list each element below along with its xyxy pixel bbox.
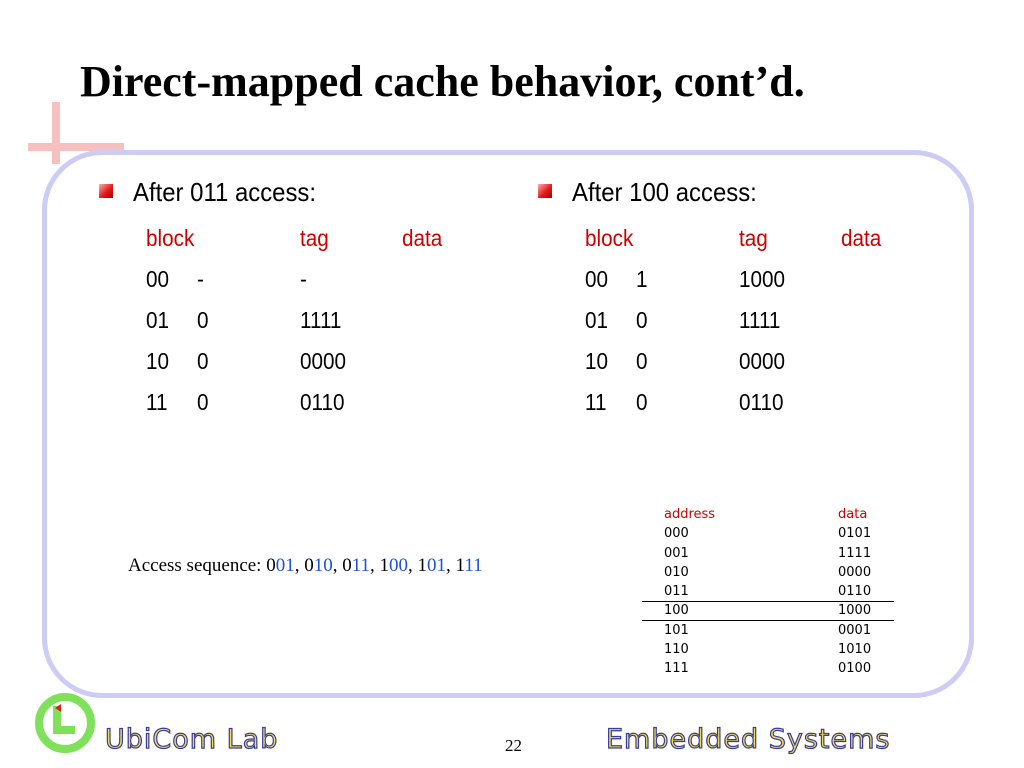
table-row: 111 0100 [642,659,894,678]
page-number: 22 [505,736,522,755]
memory-data: 0000 [838,564,872,580]
right-header-data: data [841,225,882,251]
right-heading: After 100 access: [572,177,757,207]
left-row-1-data: 1111 [300,307,342,333]
seq-item-2-suffix: 10 [313,555,333,576]
cross-horizontal-bar [28,143,124,151]
memory-data: 0001 [838,622,872,638]
right-row-1-data: 1111 [739,307,781,333]
highlight-line-top [642,601,894,603]
left-heading: After 011 access: [133,177,317,207]
right-row-1-block: 01 [585,307,609,333]
right-header-tag: tag [739,225,768,251]
right-row-3-valid: 0 [636,389,648,415]
slide-title: Direct-mapped cache behavior, cont’d. [80,57,805,106]
table-row: 101 0001 [642,621,894,640]
seq-item-4-suffix: 00 [389,555,409,576]
memory-header-address: address [664,507,716,522]
right-row-3-block: 11 [585,389,607,415]
table-row: 001 1111 [642,544,894,563]
footer-course-name: Embedded Systems [605,723,891,755]
cross-vertical-bar [52,102,60,164]
left-row-0-data: - [300,266,307,292]
left-row-3-valid: 0 [197,389,209,415]
memory-address: 100 [664,603,689,619]
access-sequence: Access sequence: 001, 010, 011, 100, 101… [128,555,483,577]
left-row-2-data: 0000 [300,348,347,374]
right-header-block: block [585,225,634,251]
table-row: 110 1010 [642,640,894,659]
right-row-2-valid: 0 [636,348,648,374]
seq-item-3-suffix: 11 [351,555,371,576]
right-row-2-data: 0000 [739,348,786,374]
memory-address: 101 [664,622,689,638]
right-row-1-valid: 0 [636,307,648,333]
memory-header-data: data [838,507,868,522]
memory-address: 001 [664,545,689,561]
table-row: 000 0101 [642,524,894,543]
memory-data: 1000 [838,603,872,619]
seq-item-5-suffix: 01 [427,555,447,576]
seq-sep: , [446,555,456,576]
seq-item-1-suffix: 01 [275,555,295,576]
seq-item-2-prefix: 0 [304,555,314,576]
table-row: 011 0110 [642,582,894,601]
bullet-icon [538,184,552,198]
seq-item-5-prefix: 1 [417,555,428,576]
left-header-block: block [146,225,195,251]
right-row-0-data: 1000 [739,266,786,292]
seq-sep: , [370,555,380,576]
memory-data: 0110 [838,584,872,600]
right-row-2-block: 10 [585,348,609,374]
left-row-0-block: 00 [146,266,170,292]
left-header-tag: tag [300,225,329,251]
left-row-1-block: 01 [146,307,170,333]
memory-data: 1010 [838,642,872,658]
right-row-0-valid: 1 [636,266,648,292]
ubicom-logo-icon [35,693,95,753]
table-row: 010 0000 [642,563,894,582]
seq-sep: , [408,555,418,576]
highlight-line-bottom [642,619,894,621]
left-row-2-block: 10 [146,348,170,374]
memory-address: 010 [664,564,689,580]
memory-data: 1111 [838,545,872,561]
memory-address: 011 [664,584,689,600]
memory-address: 111 [664,661,689,677]
memory-data: 0101 [838,526,872,542]
memory-table: address data 000 0101 001 1111 010 0000 … [642,505,894,679]
right-row-0-block: 00 [585,266,609,292]
seq-item-6-suffix: 11 [464,555,483,576]
footer-lab-name: UbiCom Lab [104,723,279,755]
seq-item-1-prefix: 0 [266,555,276,576]
left-row-3-data: 0110 [300,389,345,415]
seq-sep: , [294,555,305,576]
memory-address: 000 [664,526,689,542]
table-row-highlighted: 100 1000 [642,601,894,621]
right-row-3-data: 0110 [739,389,784,415]
left-row-0-valid: - [197,266,204,292]
seq-item-4-prefix: 1 [379,555,390,576]
left-row-3-block: 11 [146,389,168,415]
left-header-data: data [402,225,443,251]
memory-header-row: address data [642,505,894,524]
left-row-2-valid: 0 [197,348,209,374]
memory-address: 110 [664,642,689,658]
access-sequence-label: Access sequence: [128,555,267,576]
memory-data: 0100 [838,661,872,677]
content-frame [42,150,974,698]
left-row-1-valid: 0 [197,307,209,333]
seq-item-6-prefix: 1 [455,555,465,576]
seq-item-3-prefix: 0 [342,555,352,576]
bullet-icon [99,184,113,198]
seq-sep: , [332,555,343,576]
